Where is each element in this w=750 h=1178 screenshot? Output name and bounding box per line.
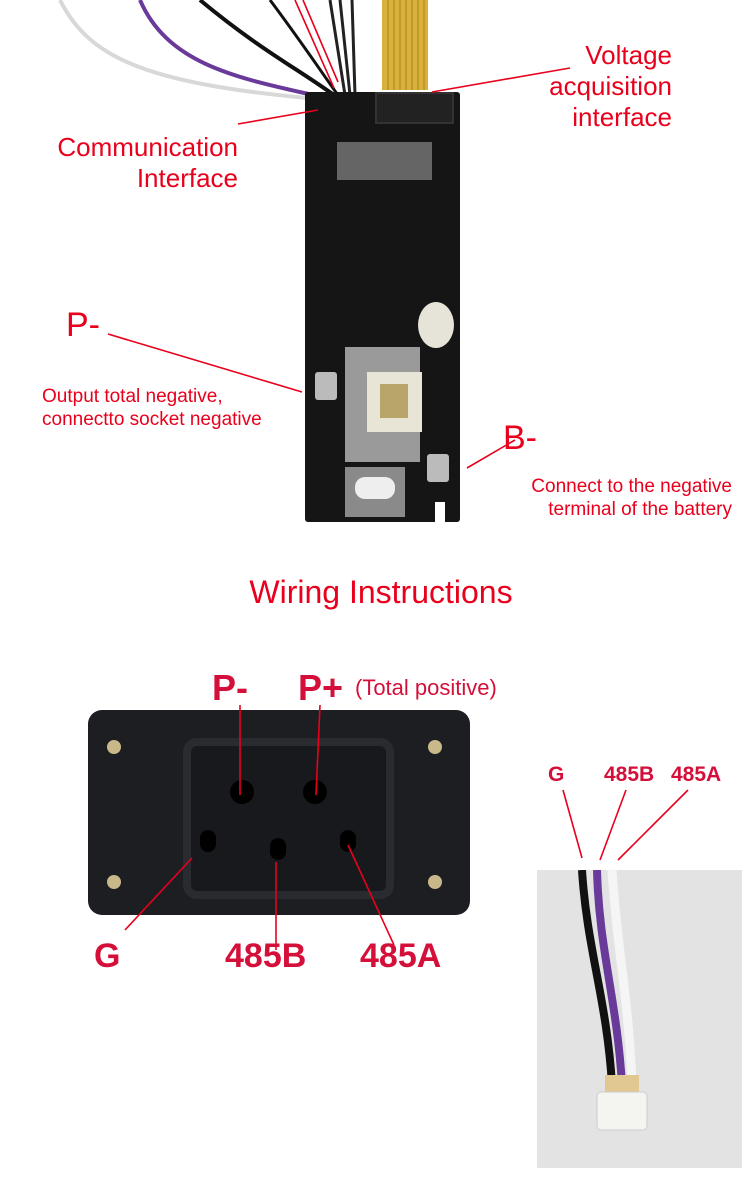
cable-485b-label: 485B	[604, 763, 655, 786]
socket-p-plus-label: P+	[298, 667, 344, 708]
label-line: connectto socket negative	[42, 408, 262, 430]
b-minus-label: B-	[503, 419, 537, 457]
b-minus-description: Connect to the negative terminal of the …	[440, 476, 732, 522]
section-title: Wiring Instructions	[249, 574, 513, 610]
socket-photo	[88, 710, 470, 915]
socket-p-minus-label: P-	[212, 667, 248, 708]
label-line: Communication	[57, 132, 238, 162]
communication-interface-label: Communication Interface	[20, 132, 238, 194]
socket-g-label: G	[94, 937, 121, 975]
cable-g-label: G	[548, 763, 565, 786]
socket-p-plus-note: (Total positive)	[355, 675, 497, 700]
bms-board-photo	[305, 92, 460, 522]
label-line: acquisition	[549, 71, 672, 102]
label-line: Output total negative,	[42, 386, 223, 407]
label-line: Voltage	[585, 40, 672, 70]
p-minus-description: Output total negative, connectto socket …	[42, 386, 262, 432]
label-line: Interface	[136, 163, 238, 194]
cable-photo	[537, 869, 742, 1168]
p-minus-label: P-	[66, 306, 100, 344]
label-line: Connect to the negative	[531, 476, 732, 497]
label-line: interface	[572, 102, 672, 133]
cable-485a-label: 485A	[671, 763, 722, 786]
socket-485b-label: 485B	[225, 937, 307, 975]
label-line: terminal of the battery	[548, 498, 732, 520]
socket-485a-label: 485A	[360, 937, 442, 975]
voltage-acquisition-label: Voltage acquisition interface	[500, 40, 672, 134]
